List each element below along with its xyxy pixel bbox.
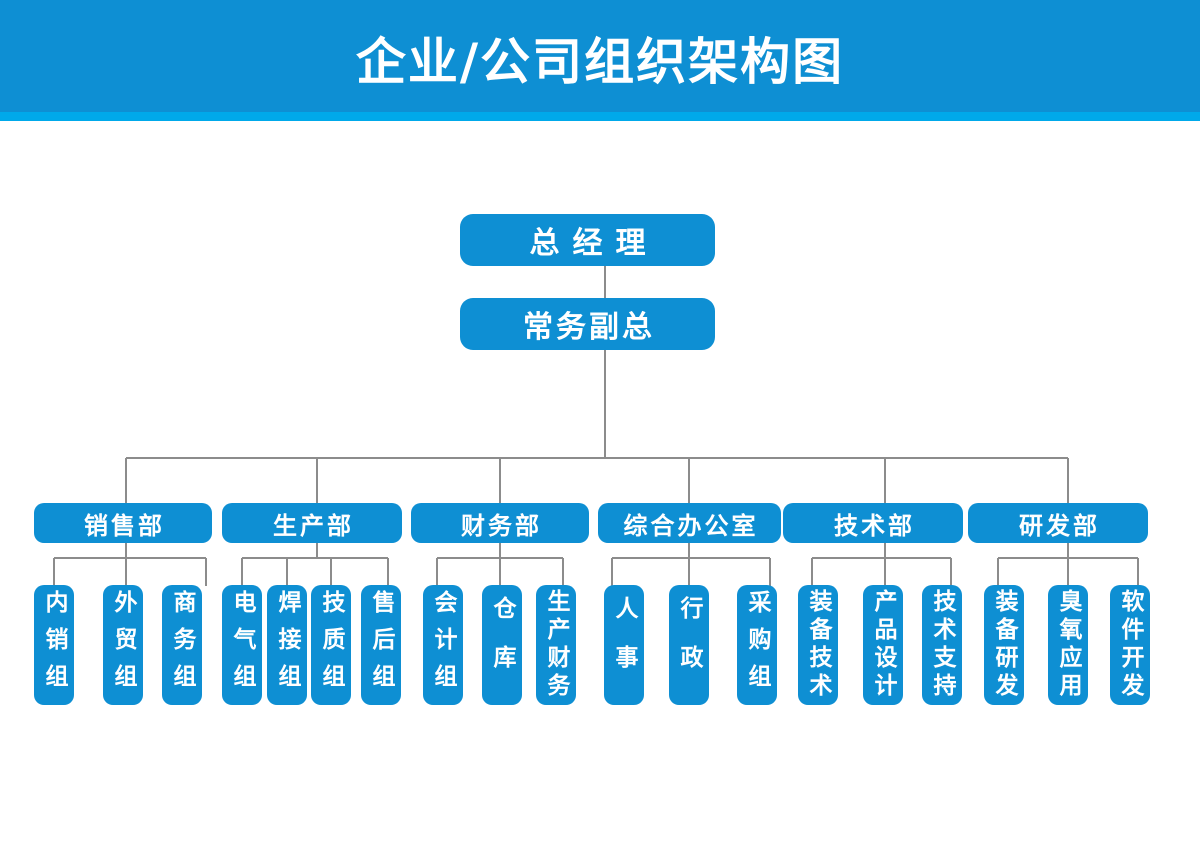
dept-sales[interactable]: 销售部 bbox=[34, 503, 212, 543]
team-procurement[interactable]: 采购组 bbox=[737, 585, 777, 705]
team-tech-quality[interactable]: 技质组 bbox=[311, 585, 351, 705]
org-chart: 总经理 常务副总 销售部 生产部 财务部 综合办公室 技术部 研发部 内销组 外… bbox=[0, 121, 1200, 848]
page-title: 企业/公司组织架构图 bbox=[355, 32, 845, 91]
team-hr[interactable]: 人事 bbox=[604, 585, 644, 705]
dept-finance[interactable]: 财务部 bbox=[411, 503, 589, 543]
dept-general-office[interactable]: 综合办公室 bbox=[598, 503, 781, 543]
team-welding[interactable]: 焊接组 bbox=[267, 585, 307, 705]
team-ozone-application[interactable]: 臭氧应用 bbox=[1048, 585, 1088, 705]
team-domestic-sales[interactable]: 内销组 bbox=[34, 585, 74, 705]
team-accounting[interactable]: 会计组 bbox=[423, 585, 463, 705]
team-foreign-trade[interactable]: 外贸组 bbox=[103, 585, 143, 705]
team-after-sales[interactable]: 售后组 bbox=[361, 585, 401, 705]
team-administration[interactable]: 行政 bbox=[669, 585, 709, 705]
dept-rnd[interactable]: 研发部 bbox=[968, 503, 1148, 543]
team-tech-support[interactable]: 技术支持 bbox=[922, 585, 962, 705]
team-electrical[interactable]: 电气组 bbox=[222, 585, 262, 705]
connector-lines bbox=[53, 266, 1139, 586]
team-product-design[interactable]: 产品设计 bbox=[863, 585, 903, 705]
dept-production[interactable]: 生产部 bbox=[222, 503, 402, 543]
team-business[interactable]: 商务组 bbox=[162, 585, 202, 705]
team-warehouse[interactable]: 仓库 bbox=[482, 585, 522, 705]
team-production-finance[interactable]: 生产财务 bbox=[536, 585, 576, 705]
banner-accent-strip bbox=[0, 112, 1200, 121]
team-equipment-tech[interactable]: 装备技术 bbox=[798, 585, 838, 705]
team-equipment-rnd[interactable]: 装备研发 bbox=[984, 585, 1024, 705]
title-banner: 企业/公司组织架构图 bbox=[0, 0, 1200, 121]
dept-technology[interactable]: 技术部 bbox=[783, 503, 963, 543]
node-general-manager[interactable]: 总经理 bbox=[460, 214, 715, 266]
node-executive-deputy[interactable]: 常务副总 bbox=[460, 298, 715, 350]
connectors bbox=[53, 266, 1139, 586]
team-software-dev[interactable]: 软件开发 bbox=[1110, 585, 1150, 705]
